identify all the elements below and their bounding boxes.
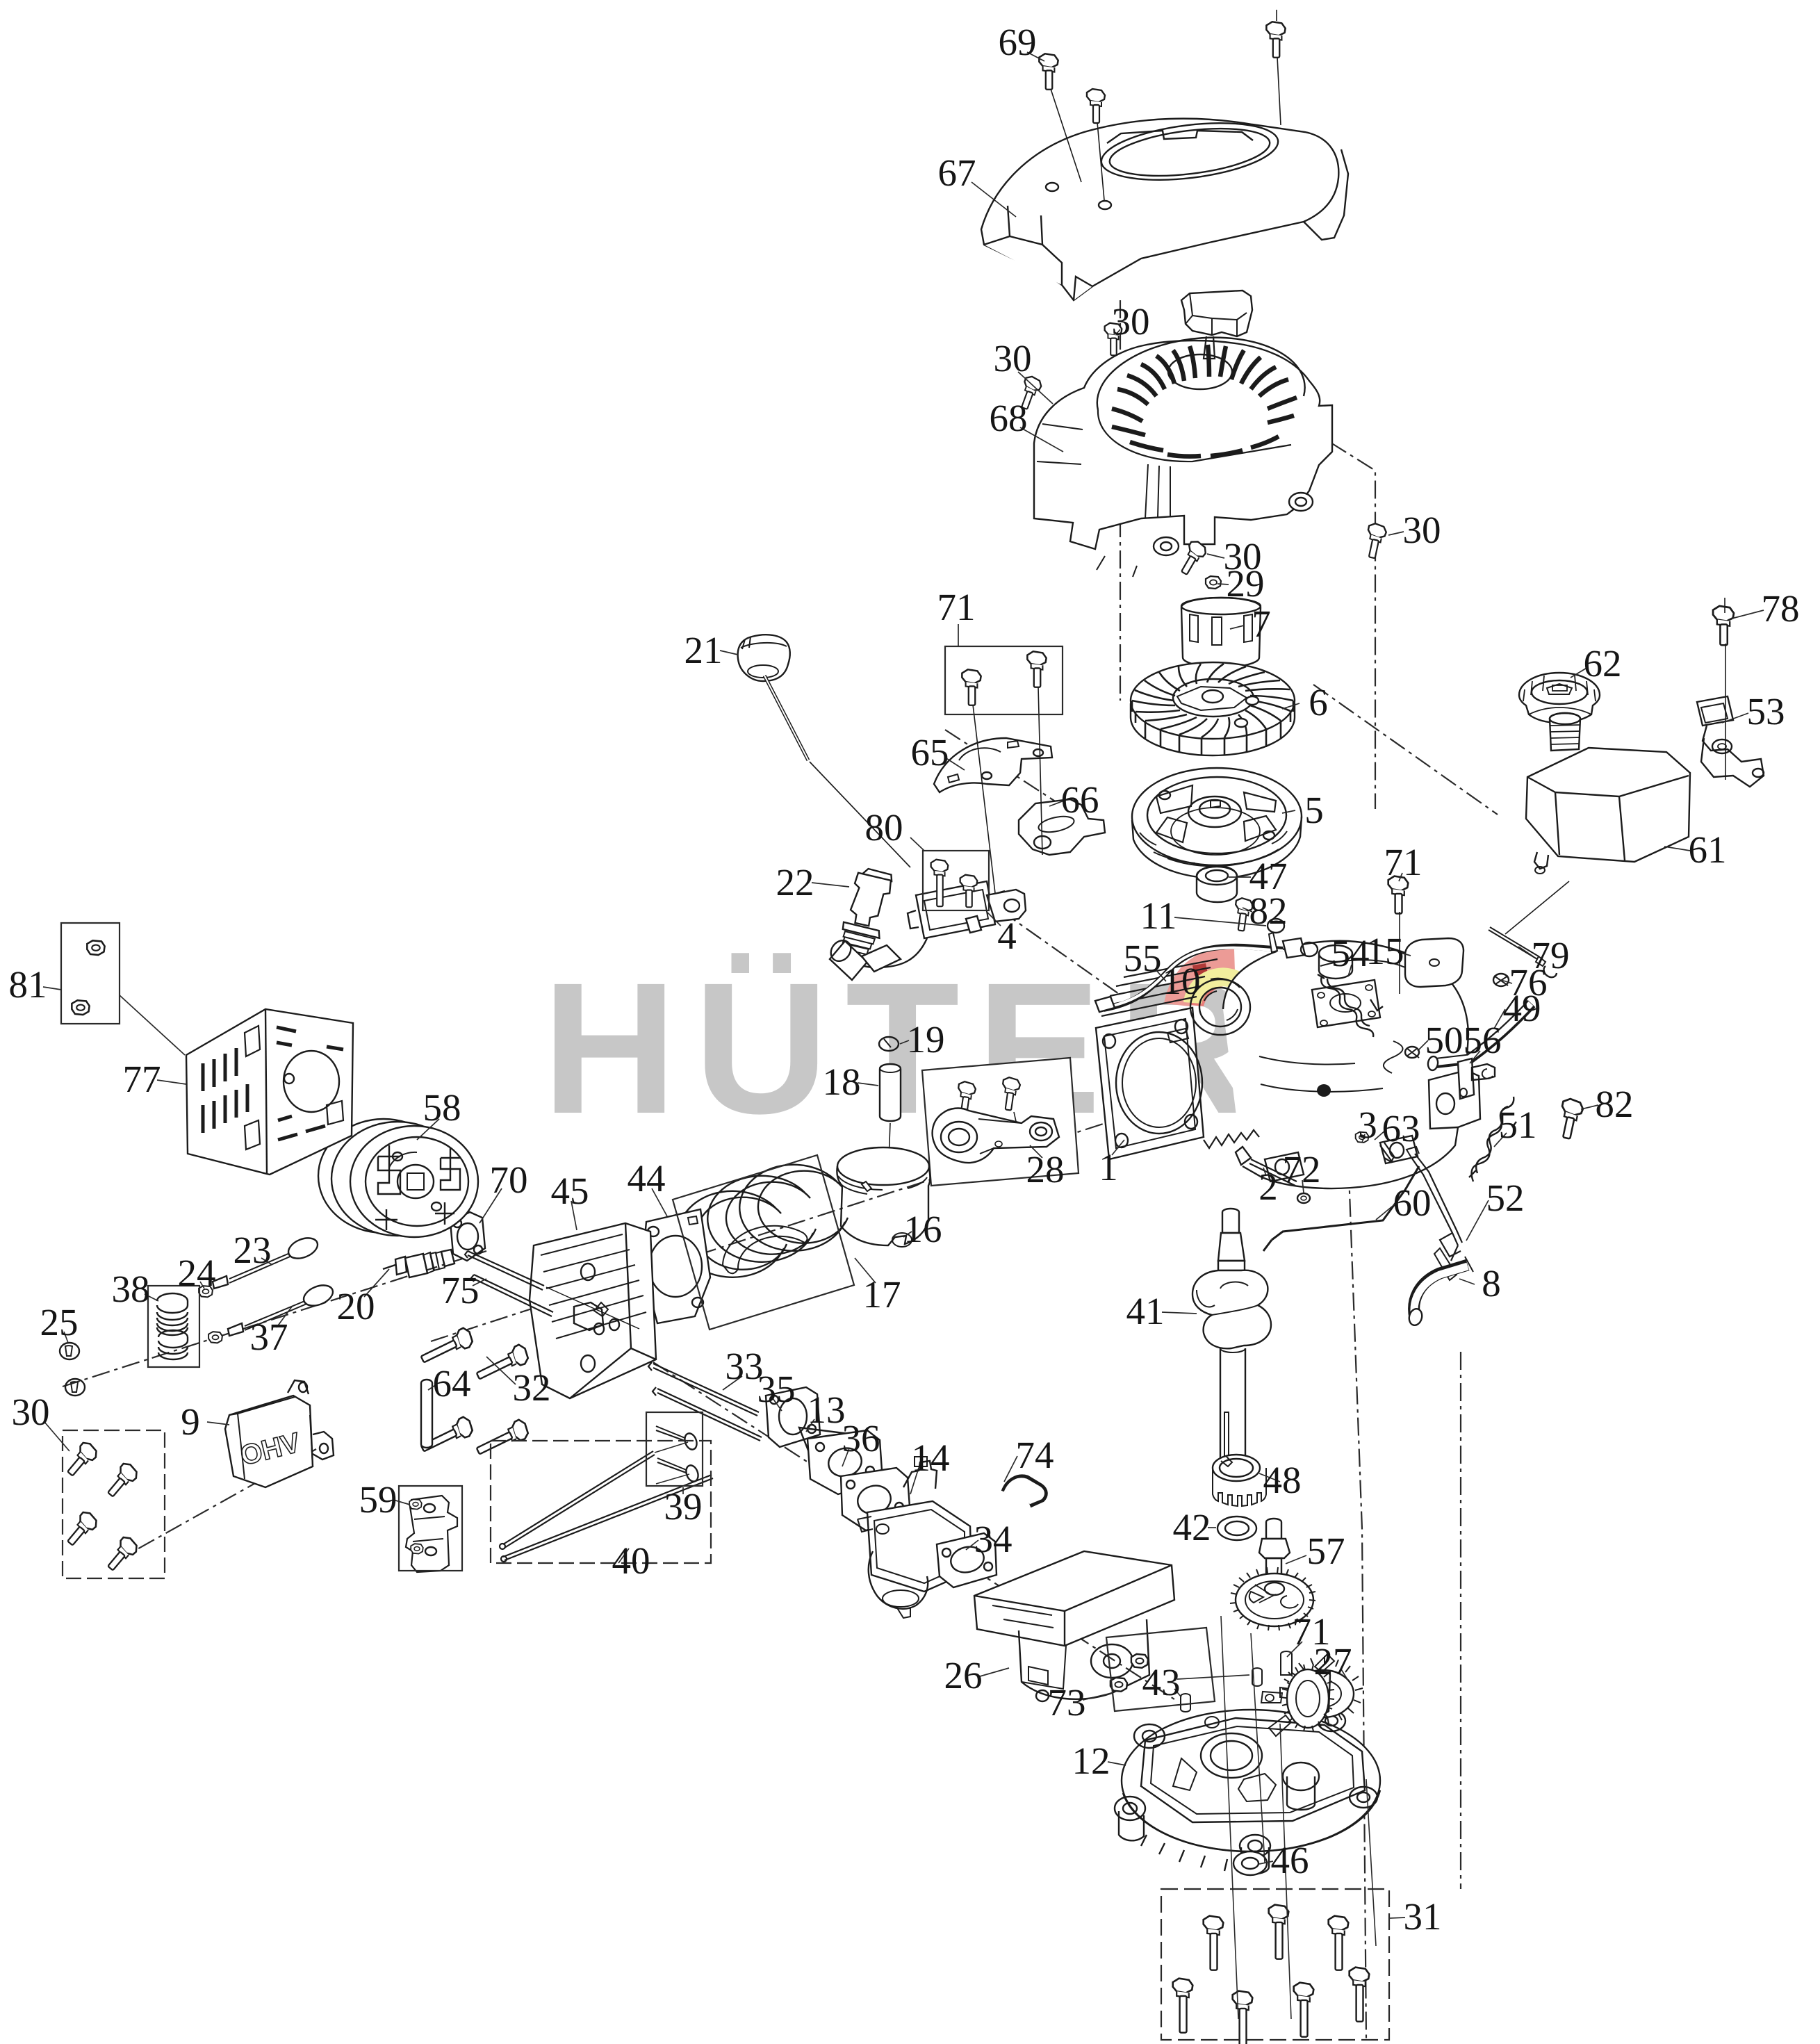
svg-text:38: 38: [112, 1268, 150, 1310]
svg-text:71: 71: [937, 586, 976, 628]
svg-text:25: 25: [40, 1301, 79, 1343]
svg-text:30: 30: [994, 337, 1032, 379]
svg-text:51: 51: [1499, 1104, 1537, 1146]
svg-text:71: 71: [1293, 1610, 1331, 1653]
svg-text:18: 18: [823, 1061, 861, 1103]
svg-text:63: 63: [1382, 1107, 1420, 1150]
svg-text:68: 68: [990, 397, 1028, 439]
svg-text:82: 82: [1249, 890, 1288, 932]
svg-text:76: 76: [1509, 961, 1548, 1004]
svg-text:75: 75: [441, 1269, 479, 1311]
svg-text:67: 67: [938, 152, 976, 194]
svg-text:55: 55: [1124, 937, 1162, 979]
svg-text:27: 27: [1314, 1640, 1352, 1683]
svg-text:1: 1: [1099, 1146, 1118, 1188]
svg-text:23: 23: [233, 1229, 272, 1271]
svg-text:73: 73: [1048, 1681, 1086, 1724]
svg-text:4: 4: [997, 915, 1017, 957]
svg-text:49: 49: [1503, 987, 1541, 1029]
svg-text:40: 40: [612, 1539, 650, 1582]
svg-text:16: 16: [904, 1208, 942, 1250]
svg-text:30: 30: [12, 1391, 50, 1433]
svg-text:28: 28: [1026, 1148, 1065, 1191]
svg-text:54: 54: [1331, 932, 1370, 974]
svg-text:43: 43: [1142, 1661, 1181, 1703]
svg-text:66: 66: [1061, 778, 1099, 821]
svg-text:81: 81: [9, 963, 47, 1006]
svg-text:70: 70: [490, 1159, 528, 1201]
svg-text:30: 30: [1403, 509, 1441, 551]
svg-text:20: 20: [337, 1285, 375, 1327]
svg-text:21: 21: [684, 629, 723, 671]
svg-text:9: 9: [181, 1400, 200, 1443]
svg-text:33: 33: [725, 1345, 764, 1387]
svg-text:77: 77: [123, 1058, 161, 1100]
svg-text:62: 62: [1584, 642, 1622, 685]
svg-text:35: 35: [757, 1368, 796, 1410]
svg-text:5: 5: [1304, 789, 1324, 831]
svg-text:42: 42: [1173, 1506, 1211, 1548]
svg-text:46: 46: [1271, 1839, 1309, 1881]
svg-text:37: 37: [250, 1316, 288, 1358]
svg-text:45: 45: [551, 1170, 589, 1212]
svg-text:71: 71: [1384, 841, 1423, 883]
svg-text:30: 30: [1224, 535, 1262, 578]
svg-text:44: 44: [628, 1157, 666, 1200]
svg-text:61: 61: [1689, 828, 1727, 871]
svg-text:48: 48: [1263, 1459, 1302, 1501]
svg-text:19: 19: [907, 1018, 945, 1061]
svg-text:53: 53: [1747, 690, 1785, 733]
svg-text:59: 59: [359, 1478, 397, 1521]
svg-text:79: 79: [1532, 934, 1570, 976]
svg-text:17: 17: [863, 1273, 901, 1316]
svg-text:72: 72: [1283, 1148, 1321, 1191]
svg-text:7: 7: [1252, 603, 1271, 645]
svg-text:6: 6: [1309, 681, 1328, 723]
svg-text:12: 12: [1072, 1740, 1110, 1782]
svg-text:11: 11: [1140, 894, 1177, 937]
svg-text:39: 39: [664, 1485, 703, 1528]
svg-text:24: 24: [178, 1252, 216, 1294]
svg-text:31: 31: [1404, 1895, 1442, 1938]
svg-text:80: 80: [865, 806, 903, 849]
svg-text:56: 56: [1464, 1019, 1502, 1061]
svg-text:74: 74: [1016, 1434, 1054, 1476]
svg-text:8: 8: [1482, 1262, 1501, 1305]
svg-text:13: 13: [807, 1389, 846, 1431]
svg-text:60: 60: [1393, 1182, 1432, 1224]
svg-text:26: 26: [944, 1654, 983, 1696]
svg-text:29: 29: [1227, 562, 1265, 605]
svg-text:57: 57: [1307, 1530, 1345, 1572]
svg-text:69: 69: [999, 21, 1037, 63]
svg-text:50: 50: [1425, 1019, 1464, 1061]
svg-text:2: 2: [1259, 1166, 1278, 1208]
svg-text:30: 30: [1112, 300, 1150, 343]
svg-text:14: 14: [912, 1437, 950, 1479]
svg-text:36: 36: [842, 1417, 880, 1460]
svg-text:34: 34: [974, 1518, 1013, 1560]
svg-text:64: 64: [433, 1362, 471, 1405]
svg-text:82: 82: [1596, 1083, 1634, 1125]
svg-text:15: 15: [1366, 930, 1404, 972]
svg-text:78: 78: [1762, 587, 1800, 630]
svg-text:65: 65: [911, 731, 949, 774]
svg-text:41: 41: [1126, 1290, 1165, 1332]
svg-text:47: 47: [1249, 855, 1288, 897]
svg-text:52: 52: [1486, 1177, 1525, 1219]
svg-text:3: 3: [1358, 1104, 1377, 1146]
svg-text:22: 22: [776, 861, 814, 904]
svg-text:58: 58: [423, 1086, 461, 1129]
svg-text:10: 10: [1163, 960, 1201, 1002]
svg-text:32: 32: [513, 1366, 551, 1409]
